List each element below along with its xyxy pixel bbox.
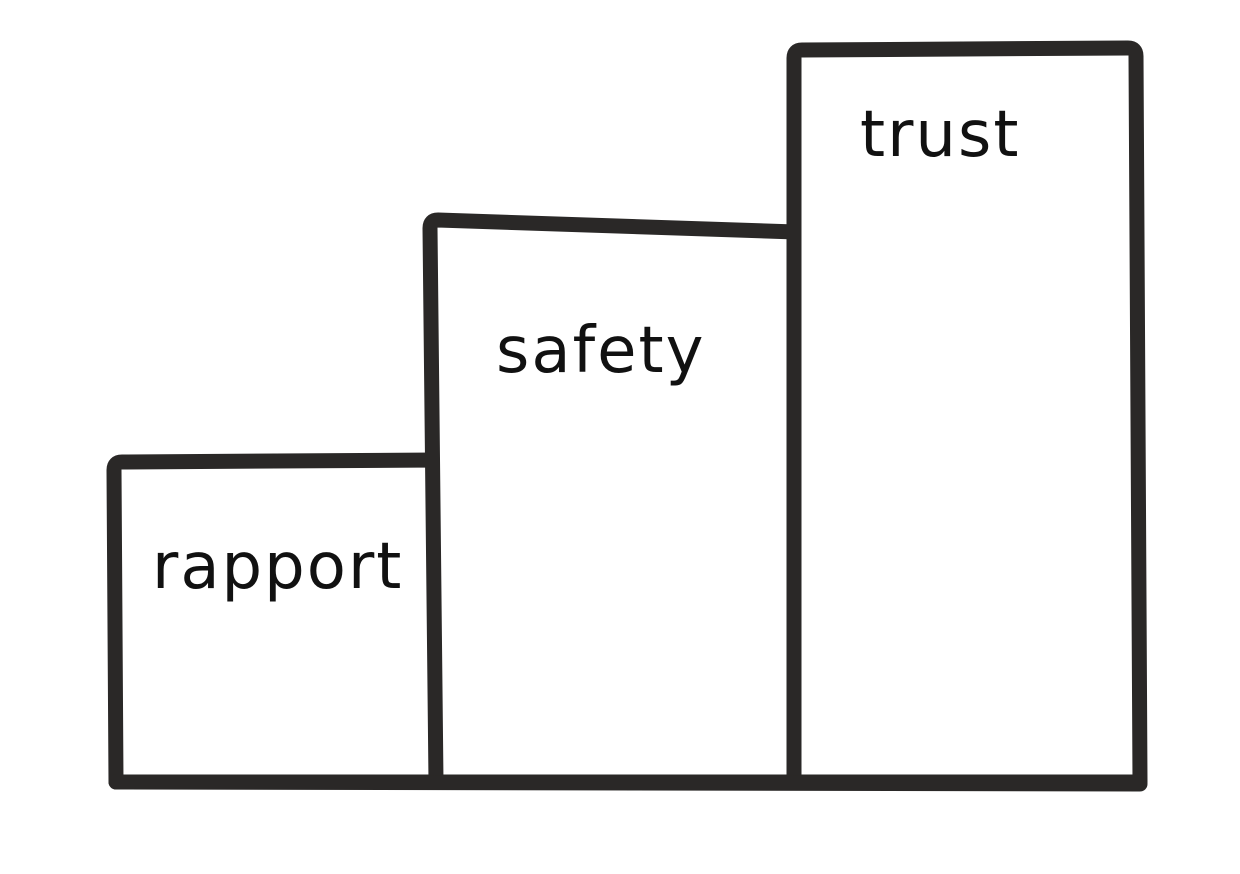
step-safety-box xyxy=(422,212,804,790)
step-safety-label: safety xyxy=(496,314,705,388)
step-rapport-label: rapport xyxy=(152,530,403,604)
step-safety: safety xyxy=(422,212,804,790)
step-rapport-box xyxy=(106,452,444,790)
baseline xyxy=(108,774,1148,792)
step-rapport: rapport xyxy=(106,452,444,790)
step-trust-box xyxy=(786,40,1148,790)
step-trust: trust xyxy=(786,40,1148,790)
step-trust-label: trust xyxy=(860,98,1020,172)
